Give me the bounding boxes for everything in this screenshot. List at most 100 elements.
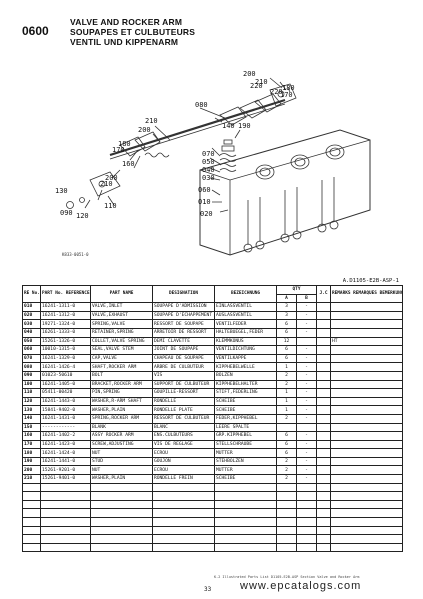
table-row-empty (22, 508, 403, 519)
rocker-arm (239, 99, 267, 119)
page-number: 33 (204, 586, 212, 593)
cell-designation: VIS DE REGLAGE (152, 439, 215, 450)
cell-remarks: HT (330, 336, 403, 347)
cell-b: - (296, 456, 317, 467)
cell-designation: RESSORT DE CULBUTEUR (152, 413, 215, 424)
cell-ref: 050 (22, 336, 41, 347)
callout: 210 (100, 180, 113, 188)
cell-a: 2 (276, 370, 297, 381)
cell-jc (316, 327, 331, 338)
cell-a: 1 (276, 405, 297, 415)
callout: 170 (280, 91, 293, 99)
cell-name: ASSY ROCKER ARM (90, 431, 153, 441)
col-name: PART NAME (90, 284, 153, 304)
cell-jc (316, 388, 331, 398)
cell-name: BRACKET,ROCKER ARM (90, 379, 153, 390)
cell-remarks (330, 448, 403, 458)
cell-part: 16241-1426-4 (40, 362, 91, 372)
table-row-empty (22, 517, 403, 527)
cell-jc (316, 396, 331, 407)
cell-b: - (296, 302, 317, 312)
cell-bezeichnung: MUTTER (214, 448, 277, 458)
col-bezeichnung: BEZEICHNUNG (214, 284, 277, 304)
cell-a: 2 (276, 456, 297, 467)
cell-a: 6 (276, 448, 297, 458)
cell-ref: 090 (22, 370, 41, 381)
cell-ref: 120 (22, 396, 41, 407)
cell-part: 16241-1443-0 (40, 396, 91, 407)
cell-remarks (330, 422, 403, 433)
cell-b: - (296, 327, 317, 338)
cell-name: RETAINER,SPRING (90, 327, 153, 338)
cell-remarks (330, 379, 403, 390)
cell-remarks (330, 474, 403, 484)
cell-b: - (296, 388, 317, 398)
callout: 200 (105, 174, 118, 182)
cell-ref: 060 (22, 345, 41, 355)
cell-b: - (296, 439, 317, 450)
table-row-empty (22, 499, 403, 510)
cell-name: SCREW,ADJUSTING (90, 439, 153, 450)
figure-ref: K833-0051-0 (62, 252, 89, 257)
rocker-shaft (109, 98, 286, 157)
watermark: www.epcatalogs.com (240, 580, 362, 592)
cell-remarks (330, 345, 403, 355)
cell-bezeichnung: AUSLASSVENTIL (214, 310, 277, 321)
cell-designation: GOUJON (152, 456, 215, 467)
cell-ref: 020 (22, 310, 41, 321)
cell-bezeichnung: STELLSCHRAUBE (214, 439, 277, 450)
callout: 040 (202, 166, 215, 174)
callout: 180 (282, 84, 295, 92)
cell-jc (316, 345, 331, 355)
cell-name: VALVE,INLET (90, 302, 153, 312)
cell-remarks (330, 413, 403, 424)
cell-a: 6 (276, 319, 297, 329)
cell-bezeichnung: STIFT,FEDERLING (214, 388, 277, 398)
cell-name: STUD (90, 456, 153, 467)
cell-jc (316, 474, 331, 484)
table-row-empty (22, 482, 403, 493)
cell-b: - (296, 353, 317, 364)
cell-bezeichnung: SCHEIBE (214, 405, 277, 415)
callout: 220 (250, 82, 263, 90)
cell-bezeichnung: VENTILKAPPE (214, 353, 277, 364)
col-designation: DESIGNATION (152, 284, 215, 304)
cell-part: 15261-1326-0 (40, 336, 91, 347)
cell-bezeichnung: GRP.KIPPHEBEL (214, 431, 277, 441)
cell-designation: RONDELLE (152, 396, 215, 407)
cell-part: 16241-1405-0 (40, 379, 91, 390)
cell-ref: 100 (22, 379, 41, 390)
cell-name: SPRING,VALVE (90, 319, 153, 329)
callout: 080 (195, 101, 208, 109)
cell-remarks (330, 431, 403, 441)
cell-a: 2 (276, 474, 297, 484)
cell-designation: CHAPEAU DE SOUPAPE (152, 353, 215, 364)
cell-designation: ECROU (152, 448, 215, 458)
cell-remarks (330, 396, 403, 407)
cell-part: 15261-9401-0 (40, 474, 91, 484)
cell-bezeichnung: HALTEBUEGEL,FEDER (214, 327, 277, 338)
callout: 200 (243, 70, 256, 78)
callout: 170 (112, 146, 125, 154)
callout: 120 (76, 212, 89, 220)
cell-part: 16241-1329-0 (40, 353, 91, 364)
cell-bezeichnung: BOLZEN (214, 370, 277, 381)
cell-a: 2 (276, 413, 297, 424)
table-row-empty (22, 534, 403, 544)
cell-remarks (330, 439, 403, 450)
cell-remarks (330, 353, 403, 364)
cell-name: WASHER,PLAIN (90, 474, 153, 484)
cell-jc (316, 379, 331, 390)
cell-part: 01023-50610 (40, 370, 91, 381)
cell-part: 15841-9402-0 (40, 405, 91, 415)
cell-jc (316, 353, 331, 364)
